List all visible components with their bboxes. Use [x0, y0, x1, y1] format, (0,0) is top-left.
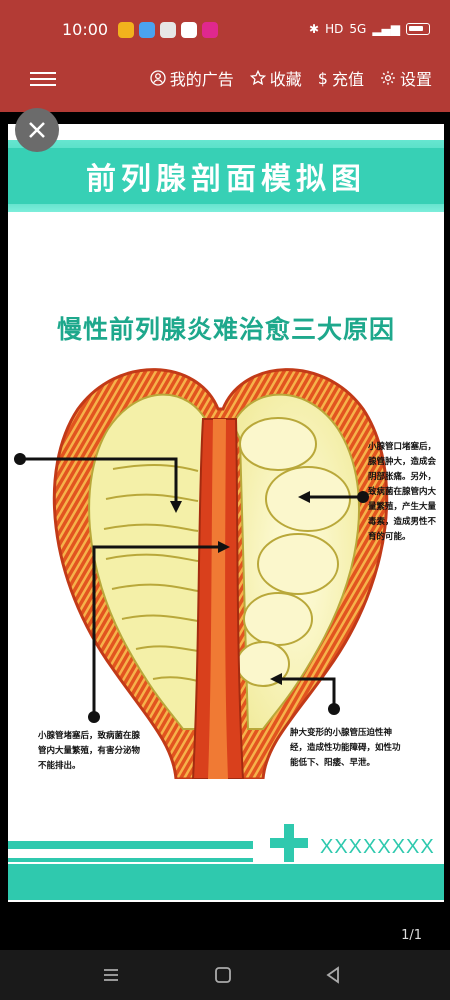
battery-icon	[406, 23, 430, 35]
person-icon	[150, 70, 166, 86]
star-icon	[249, 70, 266, 86]
system-nav-bar	[0, 950, 450, 1000]
nav-my-ads[interactable]: 我的广告	[150, 66, 234, 90]
recent-apps-icon[interactable]	[100, 964, 122, 986]
caption-bottom-right: 肿大变形的小腺管压迫性神经，造成性功能障碍，如性功能低下、阳痿、早泄。	[290, 728, 401, 768]
nav-label: 收藏	[269, 70, 302, 89]
footer-stripe	[8, 858, 253, 862]
footer-text: XXXXXXXX	[320, 836, 435, 858]
poster-subtitle: 慢性前列腺炎难治愈三大原因	[56, 315, 395, 344]
home-icon[interactable]	[212, 964, 234, 986]
pointer-lines	[20, 457, 363, 717]
message-icon	[139, 22, 155, 38]
poster-image: 前列腺剖面模拟图 慢性前列腺炎难治愈三大原因	[8, 124, 444, 902]
menu-icon[interactable]	[30, 68, 56, 90]
close-icon	[29, 122, 45, 138]
footer-stripe	[8, 841, 253, 849]
caption-left: 小腺管堵塞后，致病菌在腺管内大量繁殖，有害分泌物不能排出。	[38, 731, 141, 771]
back-icon[interactable]	[322, 964, 344, 986]
status-bar: 10:00 ✱ HD 5G ▂▄▆	[0, 0, 450, 56]
nav-favorites[interactable]: 收藏	[249, 66, 302, 90]
nav-label: 充值	[331, 70, 364, 89]
system-icons: ✱ HD 5G ▂▄▆	[309, 22, 430, 36]
weibo-icon	[118, 22, 134, 38]
page-counter: 1/1	[401, 928, 422, 943]
footer-bar	[8, 864, 444, 900]
gear-icon	[381, 71, 395, 85]
image-viewer[interactable]: 前列腺剖面模拟图 慢性前列腺炎难治愈三大原因	[0, 112, 450, 950]
header-nav: 我的广告 收藏 $ 充值 设置	[150, 66, 432, 90]
close-button[interactable]	[15, 108, 59, 152]
app-58-icon	[160, 22, 176, 38]
poster-banner: 前列腺剖面模拟图	[8, 140, 444, 212]
notification-icons	[118, 22, 218, 38]
signal-icon: ▂▄▆	[372, 22, 400, 36]
status-time: 10:00	[62, 20, 109, 39]
app-pink-icon	[202, 22, 218, 38]
nav-label: 我的广告	[169, 70, 234, 89]
plus-icon	[270, 824, 308, 862]
caption-right: 小腺管口堵塞后，腺管肿大，造成会阴部胀痛。另外，致病菌在腺管内大量繁殖，产生大量…	[368, 442, 437, 542]
app-header: 我的广告 收藏 $ 充值 设置	[0, 56, 450, 104]
signal-badge: 5G	[349, 22, 367, 36]
prostate-diagram	[14, 368, 389, 779]
nav-recharge[interactable]: $ 充值	[318, 66, 364, 90]
nav-label: 设置	[399, 70, 432, 89]
network-badge: HD	[325, 22, 344, 36]
nav-settings[interactable]: 设置	[380, 66, 432, 90]
bluetooth-icon: ✱	[309, 22, 320, 36]
left-lobe	[88, 393, 210, 730]
app-notify-icon	[181, 22, 197, 38]
top-bar: 10:00 ✱ HD 5G ▂▄▆ 我的广告 收藏	[0, 0, 450, 112]
poster-title: 前列腺剖面模拟图	[86, 162, 366, 197]
dollar-icon: $	[317, 68, 328, 88]
